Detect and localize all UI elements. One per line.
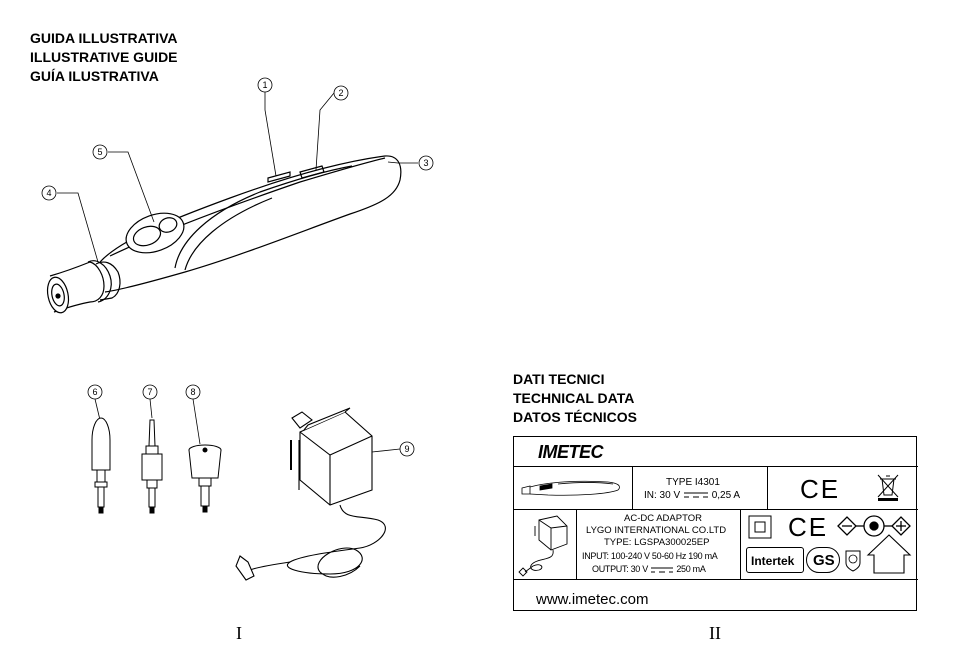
website-url[interactable]: www.imetec.com [536,591,649,608]
adaptor-maker: LYGO INTERNATIONAL CO.LTD [586,525,727,536]
input-prefix: IN: 30 V [644,490,681,501]
adaptor-sketch-icon [518,515,568,577]
callout-4-circle [41,185,57,201]
intertek-text: Intertek [751,554,795,568]
power-adaptor [235,407,401,581]
technical-heading-en: TECHNICAL DATA [513,390,635,406]
safety-shield-icon [845,550,861,572]
brand-logo: IMETEC [538,442,604,462]
input-rating: IN: 30 V 0,25 A [644,490,740,502]
callout-5: 5 [97,147,102,157]
callout-3-circle [418,155,434,171]
indoor-use-icon [866,534,912,574]
technical-heading: DATI TECNICI TECHNICAL DATA DATOS TÉCNIC… [513,370,637,427]
callout-5-circle [92,144,108,160]
adaptor-input: INPUT: 100-240 V 50-60 Hz 190 mA [582,551,718,561]
rating-label: IMETEC TYPE I4301 IN: 30 V 0,25 A CE [513,436,918,611]
callout-4: 4 [46,188,51,198]
attachment-cup [188,398,222,513]
adaptor-type: TYPE: LGSPA300025EP [604,537,710,548]
adaptor-ce-mark: CE [788,512,829,542]
ce-mark: CE [800,474,841,504]
guide-heading-it: GUIDA ILLUSTRATIVA [30,30,178,46]
callout-8: 8 [190,387,195,397]
output-dc-symbol-icon [651,567,674,573]
output-suffix: 250 mA [676,564,706,574]
callout-1: 1 [262,80,267,90]
callout-2-circle [333,85,349,101]
class-ii-icon [748,515,772,539]
type-line: TYPE I4301 [666,477,720,488]
attachment-cone [91,398,111,514]
guide-heading: GUIDA ILLUSTRATIVA ILLUSTRATIVE GUIDE GU… [30,29,178,86]
callout-2: 2 [338,88,343,98]
polarity-icon [837,515,911,537]
guide-heading-en: ILLUSTRATIVE GUIDE [30,49,178,65]
device-sketch-icon [521,480,620,496]
weee-bin-icon [877,474,899,501]
page-number-left: I [236,623,242,643]
dc-symbol-icon [683,492,708,498]
callout-9: 9 [404,444,409,454]
input-suffix: 0,25 A [711,490,741,501]
gs-text: GS [813,552,835,569]
guide-heading-es: GUÍA ILUSTRATIVA [30,68,159,84]
page-number-right: II [709,623,721,643]
intertek-logo: Intertek [746,547,804,573]
adaptor-output: OUTPUT: 30 V 250 mA [592,563,706,575]
callout-1-circle [257,77,273,93]
callout-7: 7 [147,387,152,397]
output-prefix: OUTPUT: 30 V [592,564,648,574]
technical-heading-it: DATI TECNICI [513,371,605,387]
attachment-pointed [141,398,163,514]
callout-6: 6 [92,387,97,397]
callout-3: 3 [423,158,428,168]
technical-heading-es: DATOS TÉCNICOS [513,409,637,425]
adaptor-title: AC-DC ADAPTOR [624,513,702,524]
gs-mark: GS [806,547,840,573]
